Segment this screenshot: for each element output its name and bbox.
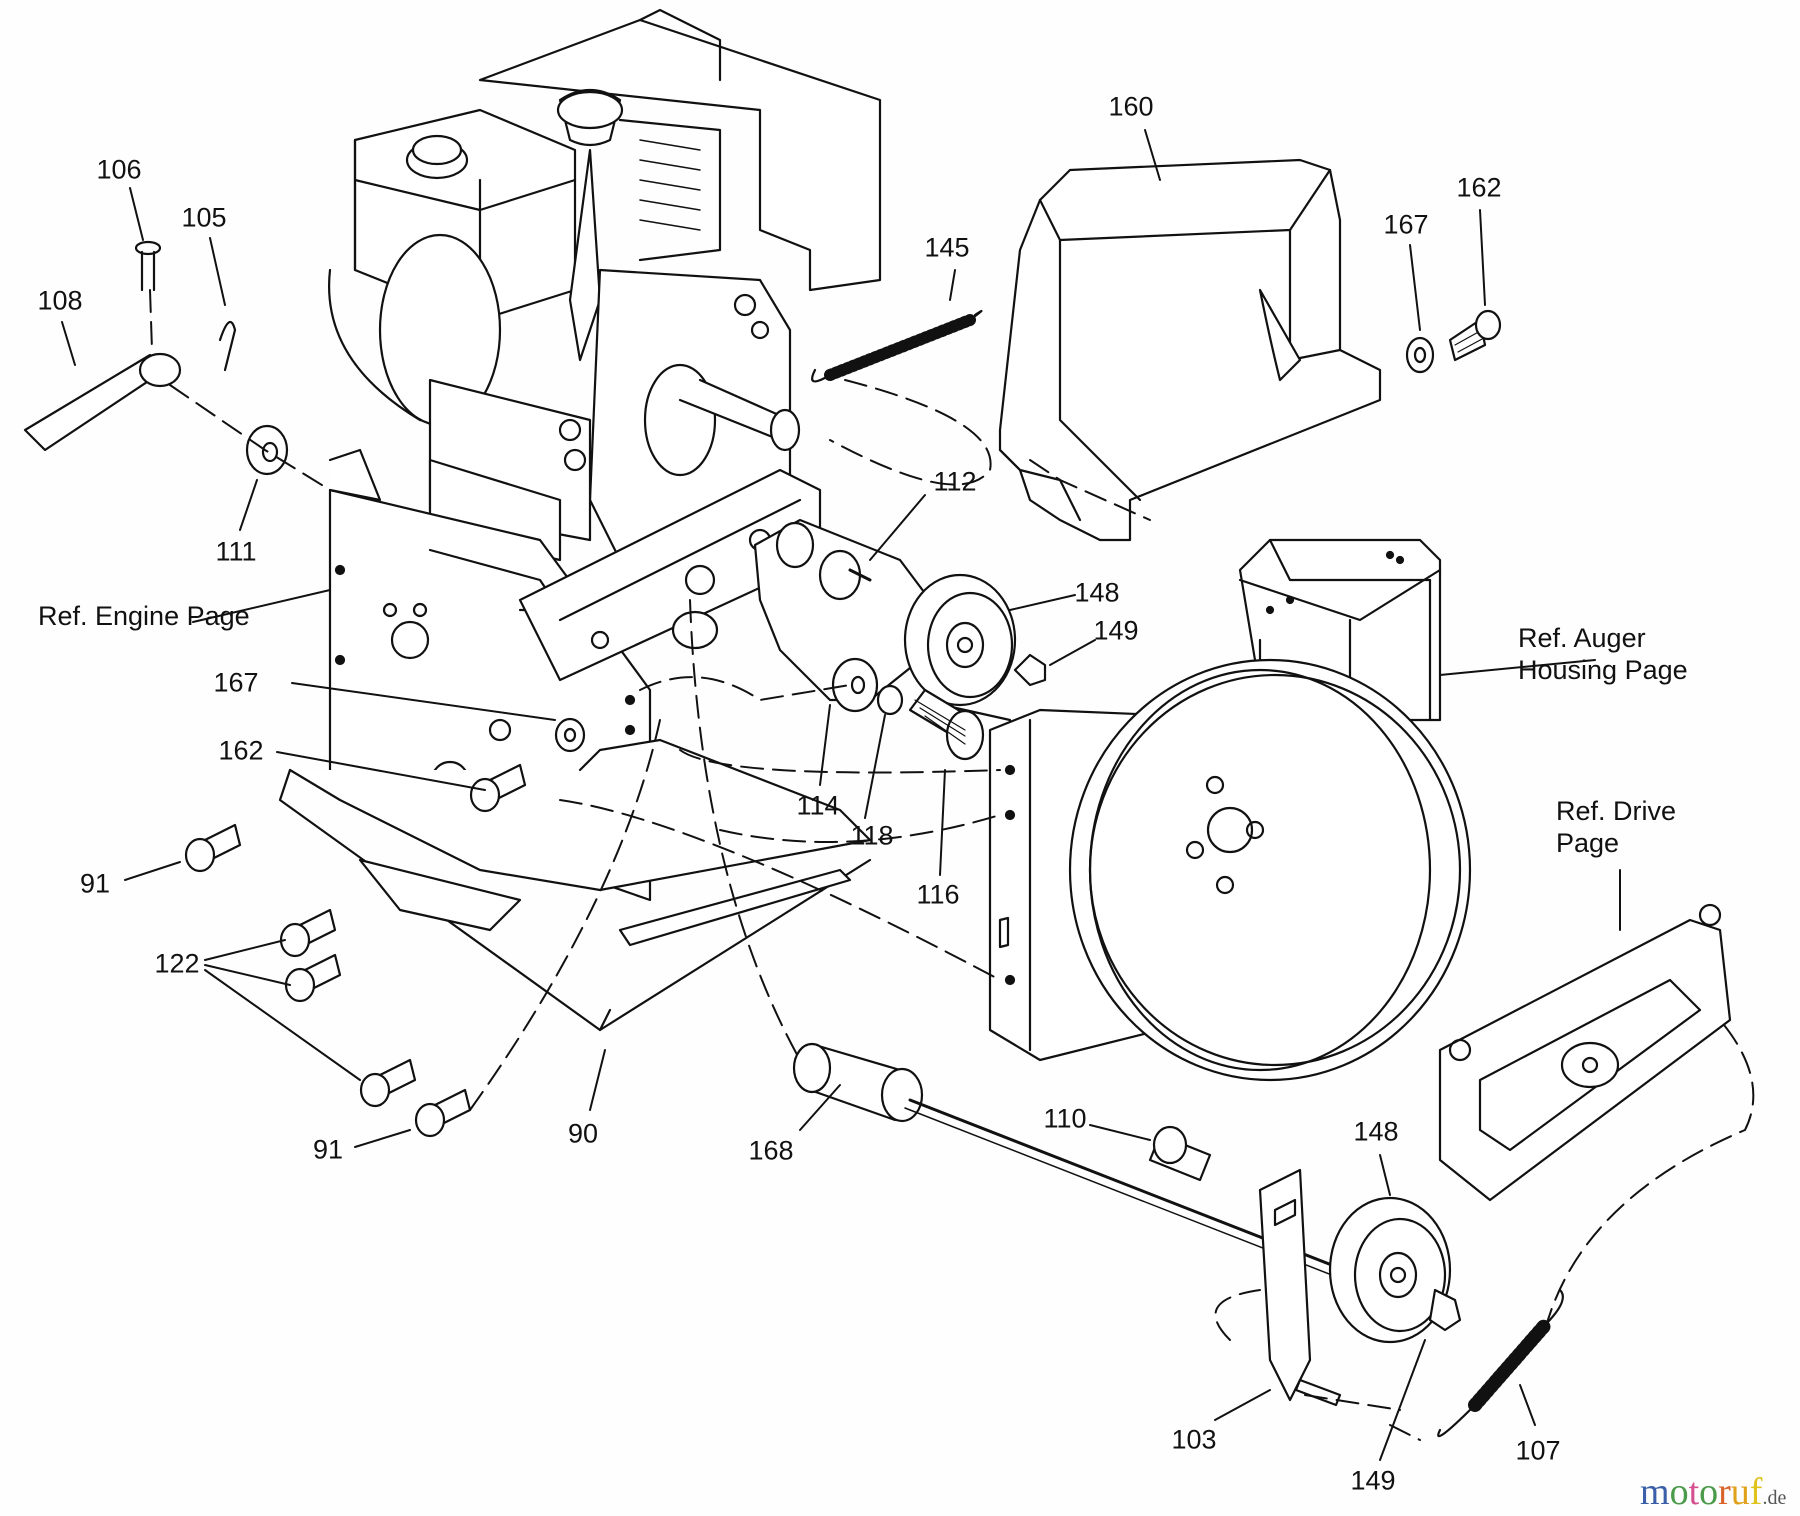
pulley-upper xyxy=(903,573,1047,742)
spring-145 xyxy=(811,309,983,383)
ref-drive-line2: Page xyxy=(1556,828,1620,859)
idler-arm-lower xyxy=(1258,1168,1462,1407)
motoruf-watermark-logo: motoruf.de xyxy=(1640,1470,1786,1514)
idler-bracket xyxy=(753,518,932,702)
callout-118: 118 xyxy=(850,820,894,851)
callout-114: 114 xyxy=(796,790,840,821)
callout-148-lower: 148 xyxy=(1353,1116,1399,1147)
callout-108: 108 xyxy=(37,285,83,316)
callout-149-upper: 149 xyxy=(1093,615,1139,646)
ref-drive-page: Ref. Drive Page xyxy=(1556,795,1676,860)
callout-122: 122 xyxy=(154,948,200,979)
callout-148-upper: 148 xyxy=(1074,577,1120,608)
watermark-letter: m xyxy=(1640,1471,1670,1513)
callout-116: 116 xyxy=(916,879,960,910)
callout-167-left: 167 xyxy=(213,667,259,698)
upper-right-fasteners xyxy=(1405,309,1502,374)
leader-lines xyxy=(61,129,1621,1461)
callout-110: 110 xyxy=(1043,1103,1087,1134)
callout-145: 145 xyxy=(924,232,970,263)
ref-drive-line1: Ref. Drive xyxy=(1556,796,1677,826)
callout-160: 160 xyxy=(1108,91,1154,122)
watermark-letter: o xyxy=(1699,1471,1719,1513)
callout-162-left: 162 xyxy=(218,735,264,766)
callout-162-right: 162 xyxy=(1456,172,1502,203)
callout-106: 106 xyxy=(96,154,142,185)
ref-auger-housing-page: Ref. Auger Housing Page xyxy=(1518,622,1688,687)
left-bolts xyxy=(184,717,586,1138)
frame-top-bracket xyxy=(518,468,822,682)
callout-168: 168 xyxy=(748,1135,794,1166)
ref-engine-text: Ref. Engine Page xyxy=(38,601,250,631)
belt-cover xyxy=(998,158,1382,542)
bolt-110 xyxy=(1148,1125,1212,1182)
watermark-letter: f xyxy=(1749,1471,1763,1513)
drive-bracket xyxy=(1438,903,1732,1202)
callout-90: 90 xyxy=(567,1118,599,1149)
base-plate xyxy=(278,738,872,1032)
ref-auger-line1: Ref. Auger xyxy=(1518,623,1646,653)
watermark-letters: motoruf xyxy=(1640,1470,1762,1514)
left-linkage-parts xyxy=(23,240,289,476)
callout-103: 103 xyxy=(1171,1424,1217,1455)
idler-hardware xyxy=(831,657,985,761)
callout-107: 107 xyxy=(1515,1435,1561,1466)
dashed-assembly-lines xyxy=(149,289,1755,1441)
watermark-letter: r xyxy=(1718,1471,1731,1513)
watermark-letter: t xyxy=(1688,1471,1700,1513)
callout-105: 105 xyxy=(181,202,227,233)
watermark-tld: .de xyxy=(1762,1487,1787,1509)
spring-107 xyxy=(1437,1288,1564,1438)
callout-91-lower: 91 xyxy=(312,1134,344,1165)
callout-112: 112 xyxy=(933,466,977,497)
callout-91-upper: 91 xyxy=(79,868,111,899)
callout-167-right: 167 xyxy=(1383,209,1429,240)
callout-111: 111 xyxy=(215,536,257,567)
ref-engine-page: Ref. Engine Page xyxy=(38,600,250,632)
auger-housing xyxy=(988,538,1472,1082)
callout-149-lower: 149 xyxy=(1350,1465,1396,1496)
watermark-letter: o xyxy=(1669,1471,1689,1513)
engine-assembly xyxy=(328,8,882,562)
ref-auger-line2: Housing Page xyxy=(1518,655,1688,686)
watermark-letter: u xyxy=(1730,1471,1750,1513)
